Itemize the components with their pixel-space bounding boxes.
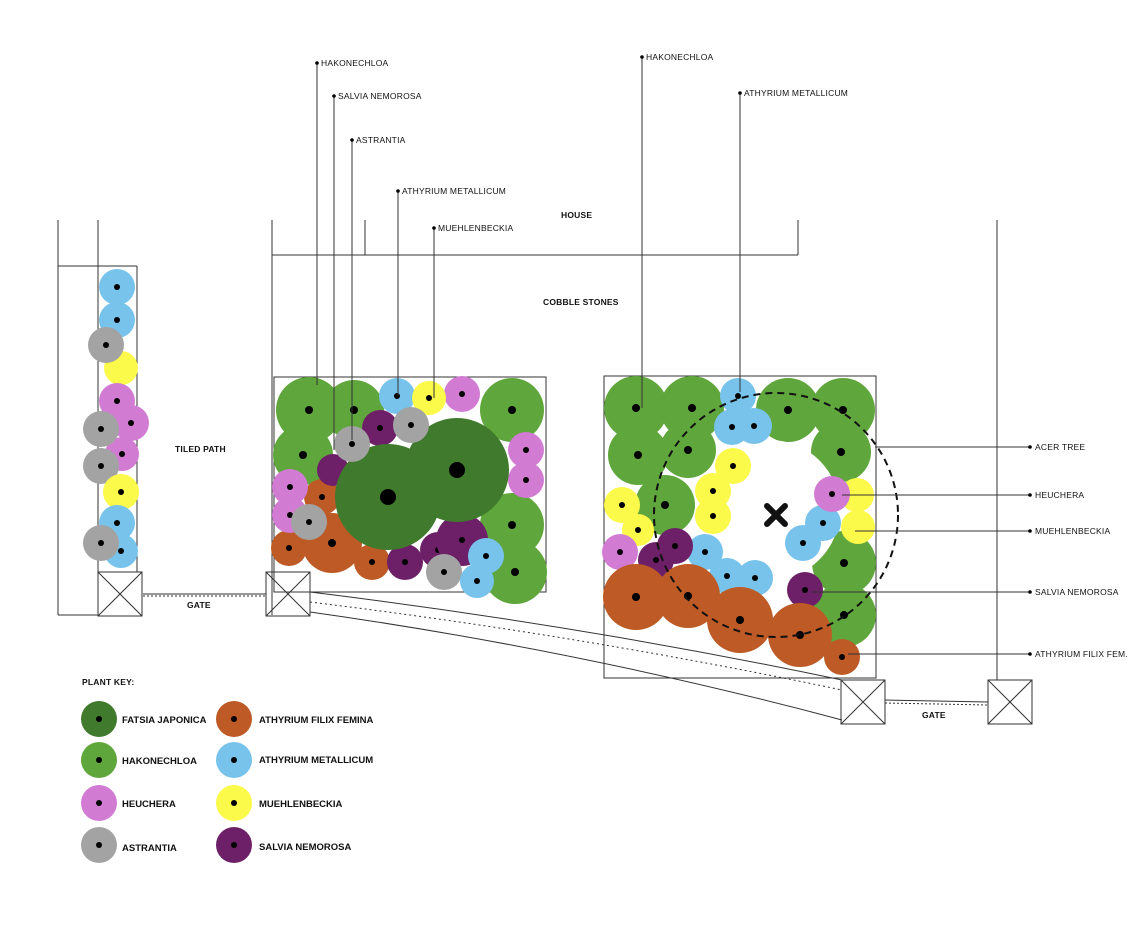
callout-lines [315,55,1032,656]
plant-athyrium-metallicum [785,525,821,561]
callout-astrantia-left: ASTRANTIA [356,135,406,145]
svg-text:MUEHLENBECKIA: MUEHLENBECKIA [259,799,343,810]
plant-muehlenbeckia [841,510,875,544]
callout-hakonechloa-left: HAKONECHLOA [321,58,389,68]
plant-athyrium-filix-femina [603,564,669,630]
curved-path [143,591,989,721]
key-item-athyrium-filix: ATHYRIUM FILIX FEMINA [216,701,373,737]
gate-label-left: GATE [187,600,211,610]
svg-text:FATSIA JAPONICA: FATSIA JAPONICA [122,715,207,726]
svg-text:HEUCHERA: HEUCHERA [122,799,176,810]
plant-hakonechloa [604,376,668,440]
key-item-heuchera: HEUCHERA [81,785,176,821]
plant-salvia-nemorosa [387,544,423,580]
key-item-astrantia: ASTRANTIA [81,827,177,863]
plant-key: PLANT KEY: FATSIA JAPONICA HAKONECHLOA H… [81,677,373,863]
plant-astrantia [426,554,462,590]
plant-muehlenbeckia [695,473,731,509]
plant-hakonechloa [811,422,871,482]
plant-key-title: PLANT KEY: [82,677,134,687]
plant-heuchera [508,432,544,468]
key-item-athyrium-metallicum: ATHYRIUM METALLICUM [216,742,373,778]
plant-athyrium-filix-femina [707,587,773,653]
svg-text:ASTRANTIA: ASTRANTIA [122,843,177,854]
cobble-stones-label: COBBLE STONES [543,297,619,307]
callout-muehlenbeckia-right: MUEHLENBECKIA [1035,526,1110,536]
plant-astrantia [88,327,124,363]
plant-muehlenbeckia [604,487,640,523]
plant-astrantia [393,407,429,443]
gate-label-right: GATE [922,710,946,720]
plant-salvia-nemorosa [657,528,693,564]
plant-salvia-nemorosa [787,572,823,608]
area-labels: HOUSE COBBLE STONES TILED PATH GATE GATE [175,210,946,720]
callout-hakonechloa-right: HAKONECHLOA [646,52,714,62]
key-item-salvia: SALVIA NEMOROSA [216,827,352,863]
tiled-path-label: TILED PATH [175,444,226,454]
plant-athyrium-metallicum [687,534,723,570]
plant-hakonechloa [608,425,668,485]
acer-tree-marker-icon [764,503,788,527]
gate-post [840,679,886,725]
key-item-muehlenbeckia: MUEHLENBECKIA [216,785,343,821]
plant-athyrium-metallicum [720,378,756,414]
plant-hakonechloa [660,376,724,440]
plants-right-bed [602,376,899,675]
plant-athyrium-metallicum [736,408,772,444]
plant-astrantia [83,525,119,561]
svg-text:HAKONECHLOA: HAKONECHLOA [122,756,197,767]
plant-athyrium-metallicum [737,560,773,596]
plant-athyrium-filix-femina [354,544,390,580]
plant-hakonechloa [276,377,342,443]
plant-heuchera [508,462,544,498]
plant-astrantia [334,426,370,462]
callout-heuchera-right: HEUCHERA [1035,490,1084,500]
plant-muehlenbeckia [695,498,731,534]
plant-hakonechloa [660,422,716,478]
plant-hakonechloa [480,493,544,557]
plant-astrantia [83,411,119,447]
key-item-fatsia: FATSIA JAPONICA [81,701,207,737]
callout-athyrium-met-right: ATHYRIUM METALLICUM [744,88,848,98]
plant-hakonechloa [480,378,544,442]
callout-salvia-right: SALVIA NEMOROSA [1035,587,1119,597]
callout-athyrium-filix-right: ATHYRIUM FILIX FEM. [1035,649,1128,659]
gate-post [97,571,143,617]
plant-astrantia [83,448,119,484]
plant-muehlenbeckia [412,381,446,415]
plant-astrantia [291,504,327,540]
svg-text:ATHYRIUM FILIX FEMINA: ATHYRIUM FILIX FEMINA [259,715,373,726]
plant-athyrium-metallicum [99,269,135,305]
gate-post [987,679,1033,725]
svg-text:ATHYRIUM METALLICUM: ATHYRIUM METALLICUM [259,755,373,766]
plant-athyrium-filix-femina [824,639,860,675]
plant-heuchera [814,476,850,512]
acer-tree [653,392,899,638]
plant-heuchera [602,534,638,570]
callout-athyrium-met-left: ATHYRIUM METALLICUM [402,186,506,196]
plant-heuchera [272,469,308,505]
svg-text:SALVIA NEMOROSA: SALVIA NEMOROSA [259,842,352,853]
plants-strip [83,269,149,568]
plant-heuchera [444,376,480,412]
plant-athyrium-filix-femina [271,530,307,566]
callout-acer-tree: ACER TREE [1035,442,1085,452]
plant-heuchera [113,405,149,441]
plant-muehlenbeckia [103,474,139,510]
plant-athyrium-metallicum [460,564,494,598]
plant-athyrium-filix-femina [768,603,832,667]
plants-left-bed [271,376,547,604]
callout-salvia-left: SALVIA NEMOROSA [338,91,422,101]
callout-muehlenbeckia-left: MUEHLENBECKIA [438,223,513,233]
callout-labels: HAKONECHLOA SALVIA NEMOROSA ASTRANTIA AT… [321,52,1128,659]
plant-muehlenbeckia [715,448,751,484]
key-item-hakonechloa: HAKONECHLOA [81,742,197,778]
house-label: HOUSE [561,210,592,220]
gate-post [265,571,311,617]
plant-salvia-nemorosa [362,410,398,446]
plant-fatsia-japonica [405,418,509,522]
gate-posts [97,571,1033,725]
